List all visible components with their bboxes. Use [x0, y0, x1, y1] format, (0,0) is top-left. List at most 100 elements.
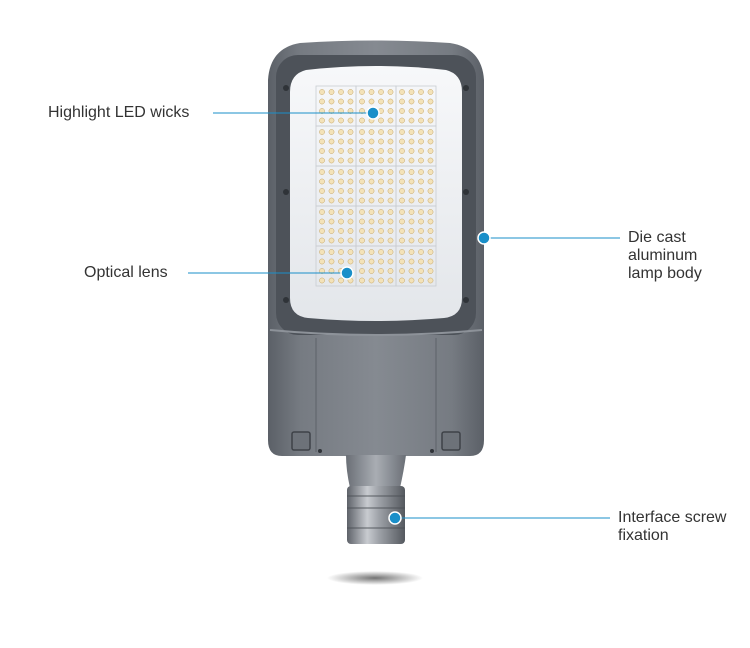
led-chip — [408, 148, 415, 154]
callout-label-highlight-led: Highlight LED wicks — [48, 104, 190, 121]
led-chip — [347, 157, 354, 164]
callout-dot-optical-lens — [340, 266, 354, 280]
led-chip — [427, 169, 434, 175]
led-chip — [378, 277, 384, 284]
led-chip — [328, 209, 335, 215]
led-chip — [418, 117, 424, 124]
led-chip — [338, 228, 344, 234]
led-chip — [408, 117, 415, 124]
led-chip — [359, 258, 365, 265]
led-chip — [418, 148, 424, 154]
led-chip — [387, 98, 394, 105]
led-chip — [368, 237, 375, 244]
led-chip — [378, 117, 384, 124]
led-chip — [368, 89, 375, 95]
led-chip — [338, 188, 344, 194]
led-chip — [347, 169, 354, 175]
led-chip — [408, 138, 415, 145]
led-chip — [368, 157, 375, 164]
led-chip — [368, 277, 375, 284]
led-chip — [328, 157, 335, 164]
led-chip — [328, 249, 335, 255]
led-chip — [368, 148, 375, 154]
led-chip — [359, 237, 365, 244]
led-chip — [387, 188, 394, 194]
led-chip — [399, 178, 405, 185]
led-chip — [399, 108, 405, 114]
bottom-clips — [291, 431, 461, 451]
led-chip — [338, 108, 344, 114]
led-chip — [347, 148, 354, 154]
led-chip — [399, 209, 405, 215]
callout-dot-highlight-led — [366, 106, 380, 120]
led-chip — [408, 169, 415, 175]
led-chip — [418, 108, 424, 114]
led-chip — [359, 169, 365, 175]
led-chip — [359, 277, 365, 284]
led-chip — [347, 258, 354, 265]
led-chip — [359, 209, 365, 215]
led-chip — [338, 249, 344, 255]
led-chip — [368, 268, 375, 274]
led-chip — [319, 249, 325, 255]
led-chip — [378, 249, 384, 255]
led-chip — [338, 157, 344, 164]
led-chip — [359, 197, 365, 204]
led-chip — [378, 258, 384, 265]
led-chip — [378, 209, 384, 215]
led-chip — [387, 169, 394, 175]
led-chip — [378, 228, 384, 234]
led-chip — [408, 89, 415, 95]
led-chip — [347, 197, 354, 204]
led-chip — [427, 117, 434, 124]
callout-dot-lamp-body — [477, 231, 491, 245]
led-chip — [427, 209, 434, 215]
led-chip — [328, 188, 335, 194]
led-chip — [359, 218, 365, 225]
led-chip — [408, 129, 415, 135]
led-chip — [418, 89, 424, 95]
led-chip — [378, 129, 384, 135]
led-chip — [378, 237, 384, 244]
led-chip — [418, 249, 424, 255]
led-chip — [319, 98, 325, 105]
led-chip — [338, 218, 344, 225]
led-chip — [347, 108, 354, 114]
connector-rings — [347, 495, 405, 529]
pole-connector — [347, 486, 405, 544]
led-chip — [418, 228, 424, 234]
led-chip — [418, 277, 424, 284]
led-chip — [347, 218, 354, 225]
led-chip — [347, 138, 354, 145]
led-chip — [347, 178, 354, 185]
led-chip — [328, 129, 335, 135]
led-chip — [408, 108, 415, 114]
led-chip — [399, 89, 405, 95]
led-chip — [418, 157, 424, 164]
led-chip — [319, 209, 325, 215]
led-chip — [399, 157, 405, 164]
led-chip — [319, 228, 325, 234]
callout-label-optical-lens: Optical lens — [84, 264, 168, 281]
led-chip — [387, 117, 394, 124]
led-chip — [319, 117, 325, 124]
led-chip — [387, 228, 394, 234]
led-chip — [418, 237, 424, 244]
led-chip — [418, 197, 424, 204]
led-chip — [427, 277, 434, 284]
led-chip — [328, 228, 335, 234]
led-chip — [418, 218, 424, 225]
led-chip — [387, 277, 394, 284]
led-chip — [328, 268, 335, 274]
led-chip — [328, 258, 335, 265]
led-chip — [338, 129, 344, 135]
led-chip — [408, 197, 415, 204]
led-chip — [347, 129, 354, 135]
led-chip — [359, 188, 365, 194]
led-chip — [359, 268, 365, 274]
led-chip — [319, 89, 325, 95]
led-chip — [359, 178, 365, 185]
led-chip — [338, 89, 344, 95]
led-chip — [378, 268, 384, 274]
